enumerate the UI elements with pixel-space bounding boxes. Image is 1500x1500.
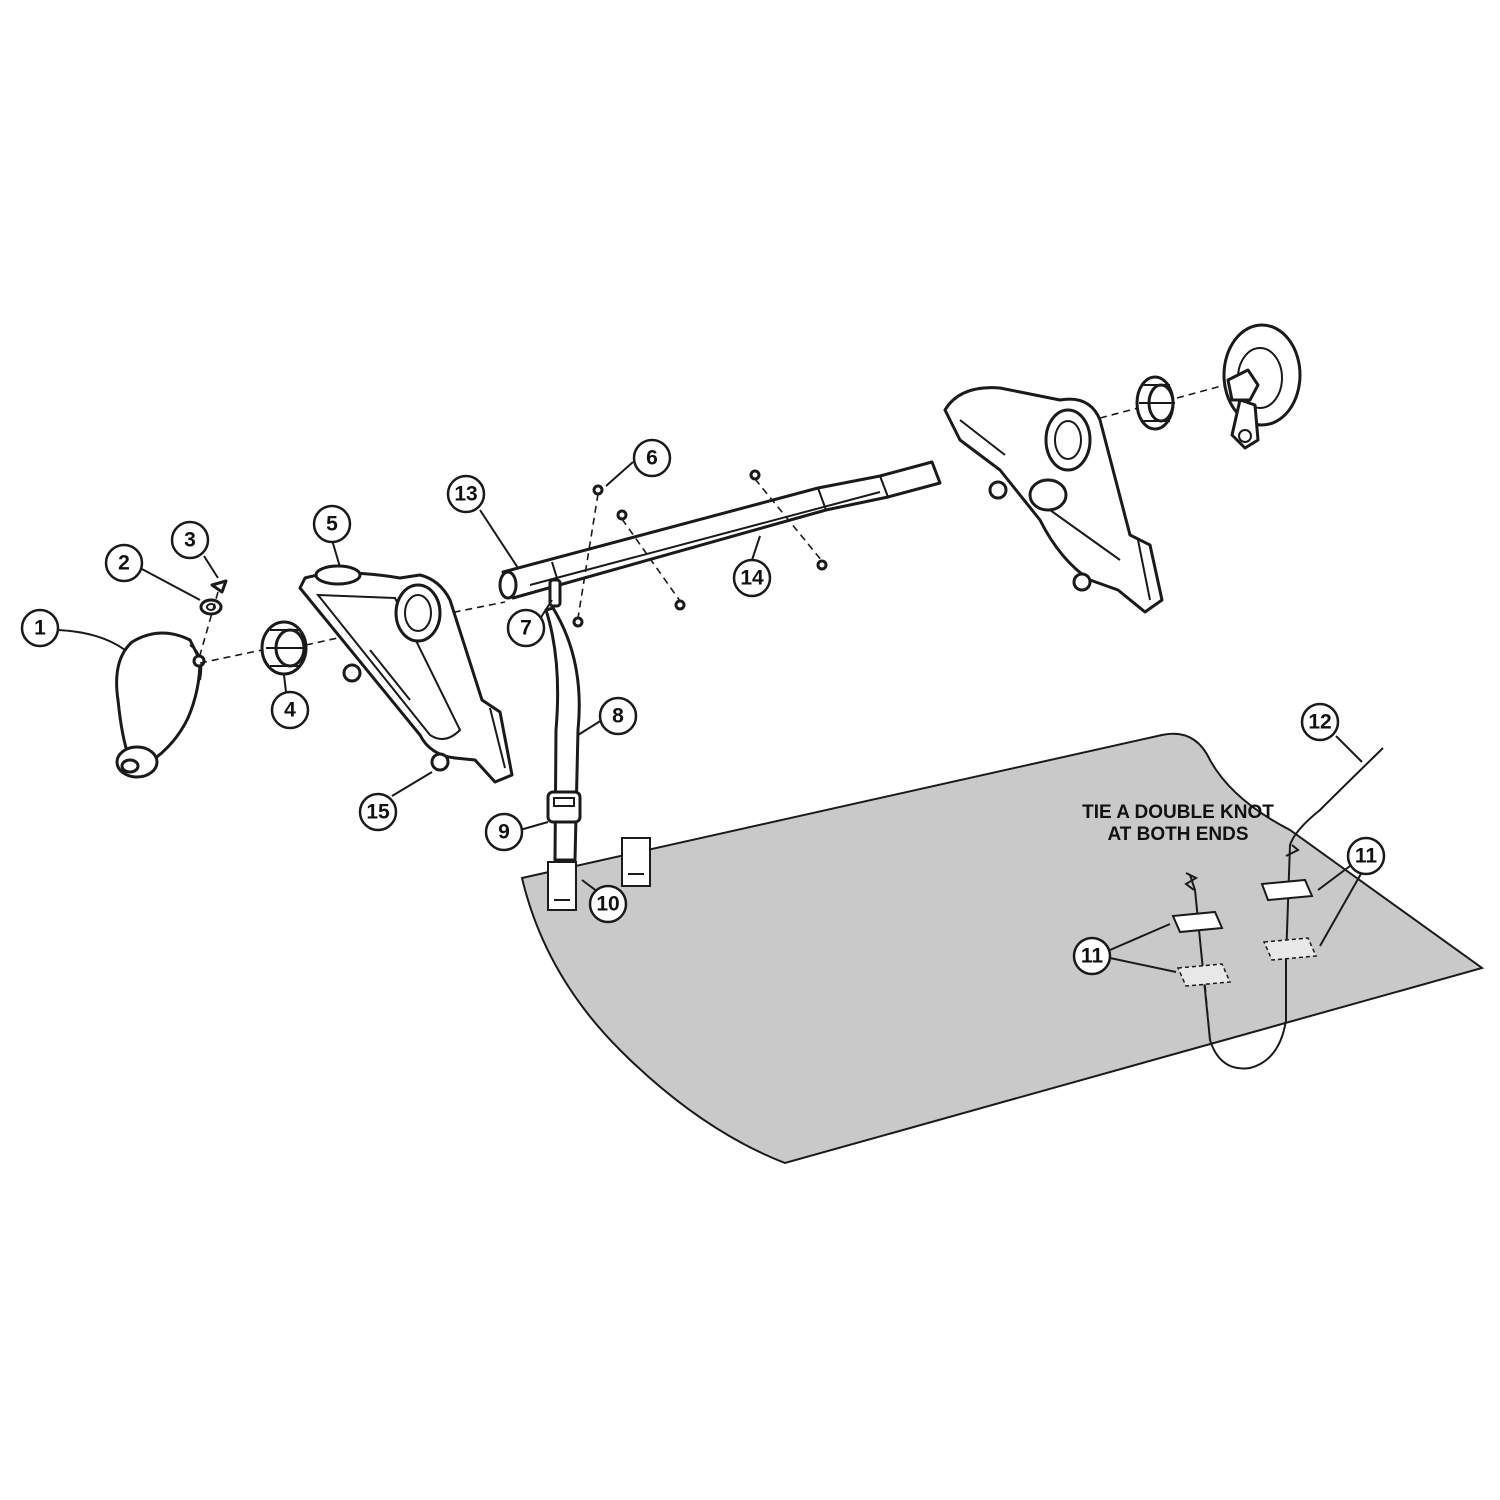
cord-plate-left-bottom <box>1176 963 1232 987</box>
strap-plate-left <box>547 861 577 911</box>
callout-8: 8 <box>598 696 638 736</box>
cord-plate-right-top <box>1260 878 1314 902</box>
crank-handle-left <box>115 631 206 779</box>
buckle <box>546 790 582 824</box>
callout-5: 5 <box>312 504 352 544</box>
callout-6: 6 <box>632 438 672 478</box>
axle-screws <box>572 469 828 628</box>
callout-13: 13 <box>446 474 486 514</box>
callout-10: 10 <box>588 884 628 924</box>
screw <box>210 579 228 594</box>
callout-5-label: 5 <box>326 513 338 536</box>
callout-15-label: 15 <box>366 801 390 824</box>
assembly-axis-right <box>1099 384 1226 419</box>
callout-14: 14 <box>732 558 772 598</box>
callout-3: 3 <box>170 520 210 560</box>
callout-7-label: 7 <box>520 617 532 640</box>
callout-11-right-label: 11 <box>1355 845 1378 868</box>
callout-13-label: 13 <box>454 483 477 506</box>
bushing-left <box>260 620 308 676</box>
bushing-right <box>1135 375 1175 431</box>
cord-plate-right-bottom <box>1262 937 1318 961</box>
assembly-line-screw <box>199 591 219 656</box>
washer <box>199 598 223 616</box>
callout-10-label: 10 <box>596 893 619 916</box>
callout-9: 9 <box>484 812 524 852</box>
callout-9-label: 9 <box>498 821 510 844</box>
bracket-left <box>298 564 514 784</box>
strap-clip <box>548 578 562 608</box>
callout-11-right: 11 <box>1346 836 1386 876</box>
cord-plate-left-top <box>1171 910 1224 934</box>
axle-tube <box>498 460 942 600</box>
callout-11-left: 11 <box>1072 936 1112 976</box>
callout-1-label: 1 <box>34 617 46 640</box>
knot-instruction-line-2: AT BOTH ENDS <box>1107 824 1248 845</box>
callout-1: 1 <box>20 608 60 648</box>
callout-2: 2 <box>104 543 144 583</box>
callout-2-label: 2 <box>118 552 130 575</box>
callout-7: 7 <box>506 608 546 648</box>
callout-4-label: 4 <box>284 699 296 722</box>
knot-instruction-line-1: TIE A DOUBLE KNOT <box>1082 802 1274 823</box>
callout-12-label: 12 <box>1308 711 1331 734</box>
bracket-right <box>943 386 1164 614</box>
crank-handle-right <box>1222 323 1302 450</box>
callout-3-label: 3 <box>184 529 196 552</box>
callout-6-label: 6 <box>646 447 658 470</box>
callout-12: 12 <box>1300 702 1340 742</box>
leader-lines <box>57 461 1363 973</box>
callout-4: 4 <box>270 690 310 730</box>
callout-8-label: 8 <box>612 705 624 728</box>
pool-cover-sheet <box>520 732 1485 1165</box>
callout-15: 15 <box>358 792 398 832</box>
strap-plate-right <box>621 837 651 887</box>
tie-cord <box>1184 747 1384 1070</box>
callout-14-label: 14 <box>740 567 764 590</box>
callout-11-left-label: 11 <box>1081 945 1104 968</box>
